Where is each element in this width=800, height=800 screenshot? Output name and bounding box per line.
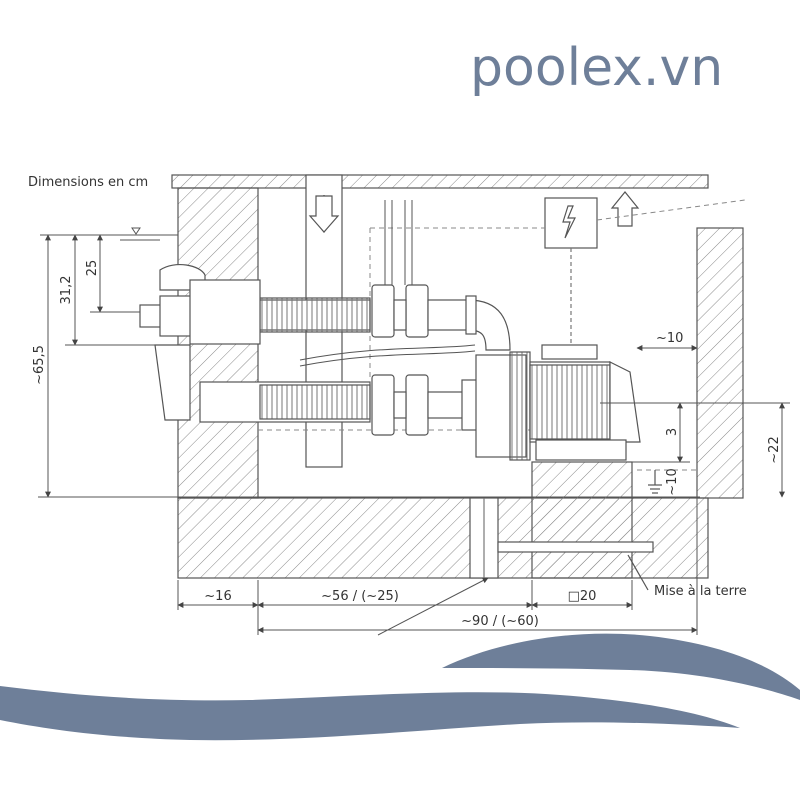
cables [299,200,476,367]
dim-3: 3 [665,428,680,436]
earth-rod [497,470,662,591]
dim-31-2: 31,2 [59,276,74,305]
decorative-wave [0,633,800,800]
dim-20: □20 [568,589,597,604]
dim-90: ~90 / (~60) [461,614,539,629]
earth-label: Mise à la terre [654,584,747,599]
water-level [100,227,178,241]
electrical-box [544,197,598,350]
concrete-walls [171,174,744,579]
brand-logo-text: poolex.vn [470,38,724,98]
wall-fitting [139,263,261,421]
airflow-arrows [308,191,640,233]
dim-10-top: ~10 [656,331,683,346]
dim-56: ~56 / (~25) [321,589,399,604]
dim-22: ~22 [767,436,782,463]
units-label: Dimensions en cm [28,175,148,190]
dim-16: ~16 [204,589,231,604]
dim-10-bottom: ~10 [665,468,680,495]
return-pipe [199,374,481,436]
dim-25: 25 [85,260,100,277]
dim-65-5: ~65,5 [32,345,47,385]
dimension-lines [38,234,790,636]
pump-motor [475,344,641,461]
